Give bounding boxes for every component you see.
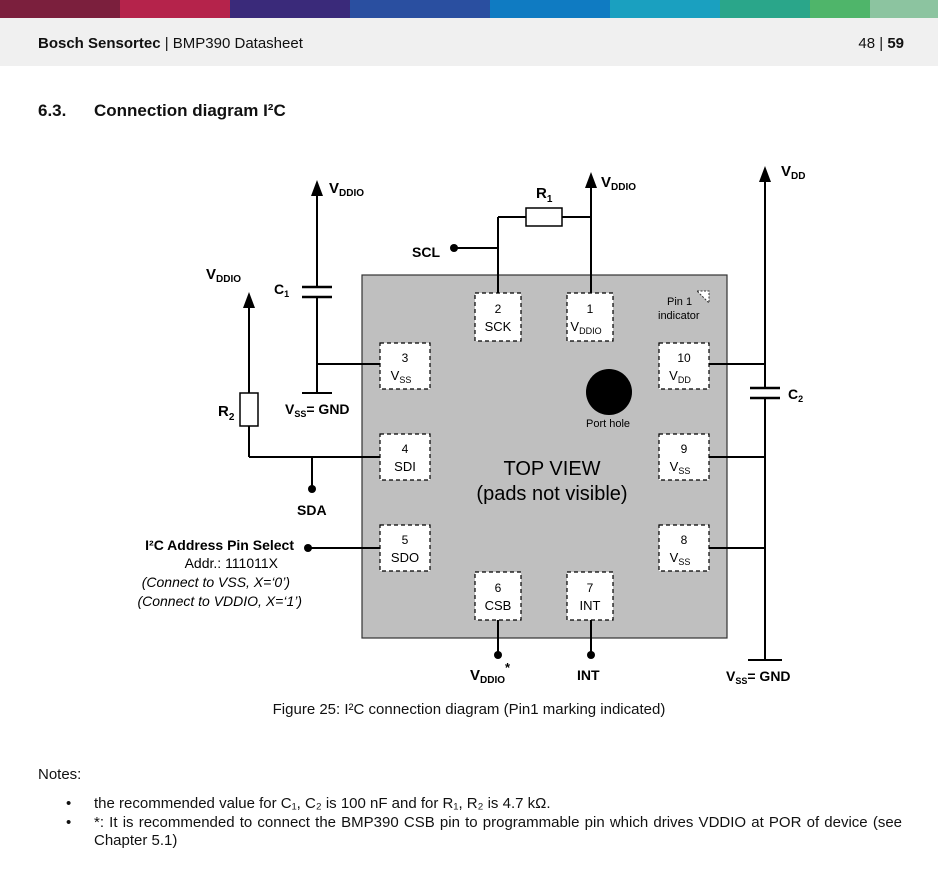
pad-5: 5 SDO: [379, 524, 431, 572]
c1-label: C1: [274, 281, 289, 299]
figure-caption: Figure 25: I²C connection diagram (Pin1 …: [272, 701, 666, 718]
port-hole-label: Port hole: [586, 418, 630, 430]
r1-label: R1: [536, 185, 553, 205]
address-pin-select-title: I²C Address Pin Select: [145, 537, 294, 553]
top-view-label: TOP VIEW: [503, 458, 600, 480]
pad-10: 10 VDD: [658, 342, 710, 390]
vss-gnd-label-left: VSS= GND: [285, 401, 350, 419]
arrow-up-icon: [759, 166, 771, 182]
vss-gnd-label-right: VSS= GND: [726, 668, 791, 686]
chip-pads: 1 VDDIO 2 SCK 3 VSS 4 SDI 5 SDO 6 CSB: [379, 292, 710, 621]
vddio-label-csb: VDDIO*: [470, 660, 511, 686]
svg-text:SDI: SDI: [394, 459, 416, 474]
pad-4: 4 SDI: [379, 433, 431, 481]
bullet-icon: •: [66, 814, 72, 831]
svg-text:1: 1: [587, 302, 594, 316]
svg-text:VSS: VSS: [391, 368, 412, 385]
page-header: [0, 18, 938, 66]
svg-text:SDO: SDO: [391, 550, 419, 565]
company-name: Bosch Sensortec: [38, 35, 161, 52]
pad-7: 7 INT: [566, 571, 614, 621]
address-line-3: (Connect to VDDIO, X=‘1’): [137, 593, 302, 609]
pad-9: 9 VSS: [658, 433, 710, 481]
address-line-2: (Connect to VSS, X=‘0’): [142, 574, 290, 590]
pin1-indicator-label: Pin 1: [667, 296, 692, 308]
page-number: 48 | 59: [858, 35, 904, 52]
vddio-label-pin1: VDDIO: [601, 174, 636, 193]
svg-text:VSS: VSS: [670, 550, 691, 567]
svg-text:4: 4: [402, 442, 409, 456]
pad-1: 1 VDDIO: [566, 292, 614, 342]
list-item: •the recommended value for C₁, C₂ is 100…: [66, 795, 551, 812]
document-title: BMP390 Datasheet: [172, 35, 303, 52]
r2-label: R2: [218, 403, 235, 423]
section-number: 6.3.: [38, 101, 67, 120]
i2c-connection-diagram: Port hole Pin 1 indicator 1 VDDIO 2 SCK …: [137, 163, 805, 686]
pad-2: 2 SCK: [474, 292, 522, 342]
pin1-indicator-icon: [695, 290, 710, 305]
arrow-up-icon: [585, 172, 597, 188]
supply-arrows: [243, 166, 771, 308]
vddio-label-left: VDDIO: [206, 266, 241, 285]
list-item: •*: It is recommended to connect the BMP…: [66, 814, 902, 849]
header-title: Bosch Sensortec | BMP390 Datasheet: [38, 35, 303, 52]
svg-text:6: 6: [495, 581, 502, 595]
pin1-indicator-label-2: indicator: [658, 310, 700, 322]
terminal-dots: [304, 244, 595, 659]
c2-label: C2: [788, 386, 803, 404]
notes-title: Notes:: [38, 766, 82, 783]
svg-text:VSS: VSS: [670, 459, 691, 476]
pad-6: 6 CSB: [474, 571, 522, 621]
svg-text:9: 9: [681, 442, 688, 456]
capacitor-c2: [750, 386, 780, 400]
brand-color-band: [0, 0, 938, 18]
svg-text:2: 2: [495, 302, 502, 316]
pads-not-visible-label: (pads not visible): [476, 483, 627, 505]
vddio-label-top-left: VDDIO: [329, 180, 364, 199]
pad-3: 3 VSS: [379, 342, 431, 390]
notes-list: •the recommended value for C₁, C₂ is 100…: [60, 795, 902, 851]
arrow-up-icon: [243, 292, 255, 308]
wires: [248, 181, 782, 661]
svg-text:SCK: SCK: [485, 319, 512, 334]
svg-text:5: 5: [402, 533, 409, 547]
bullet-icon: •: [66, 795, 72, 812]
address-line-1: Addr.: 111011X: [185, 555, 279, 571]
arrow-up-icon: [311, 180, 323, 196]
port-hole-icon: [586, 369, 632, 415]
svg-text:VDD: VDD: [669, 368, 691, 385]
int-label: INT: [577, 667, 600, 683]
svg-text:VDDIO: VDDIO: [570, 319, 601, 336]
svg-text:7: 7: [587, 581, 594, 595]
scl-label: SCL: [412, 244, 440, 260]
sda-label: SDA: [297, 502, 327, 518]
resistor-r2: [239, 392, 259, 427]
svg-text:3: 3: [402, 351, 409, 365]
svg-text:10: 10: [677, 351, 691, 365]
section-heading: 6.3. Connection diagram I²C: [38, 101, 286, 121]
svg-text:CSB: CSB: [485, 598, 512, 613]
section-title: Connection diagram I²C: [94, 101, 286, 120]
resistor-r1: [525, 207, 563, 227]
vdd-label: VDD: [781, 163, 805, 182]
svg-text:INT: INT: [580, 598, 601, 613]
pad-8: 8 VSS: [658, 524, 710, 572]
svg-text:8: 8: [681, 533, 688, 547]
capacitor-c1: [302, 285, 332, 299]
